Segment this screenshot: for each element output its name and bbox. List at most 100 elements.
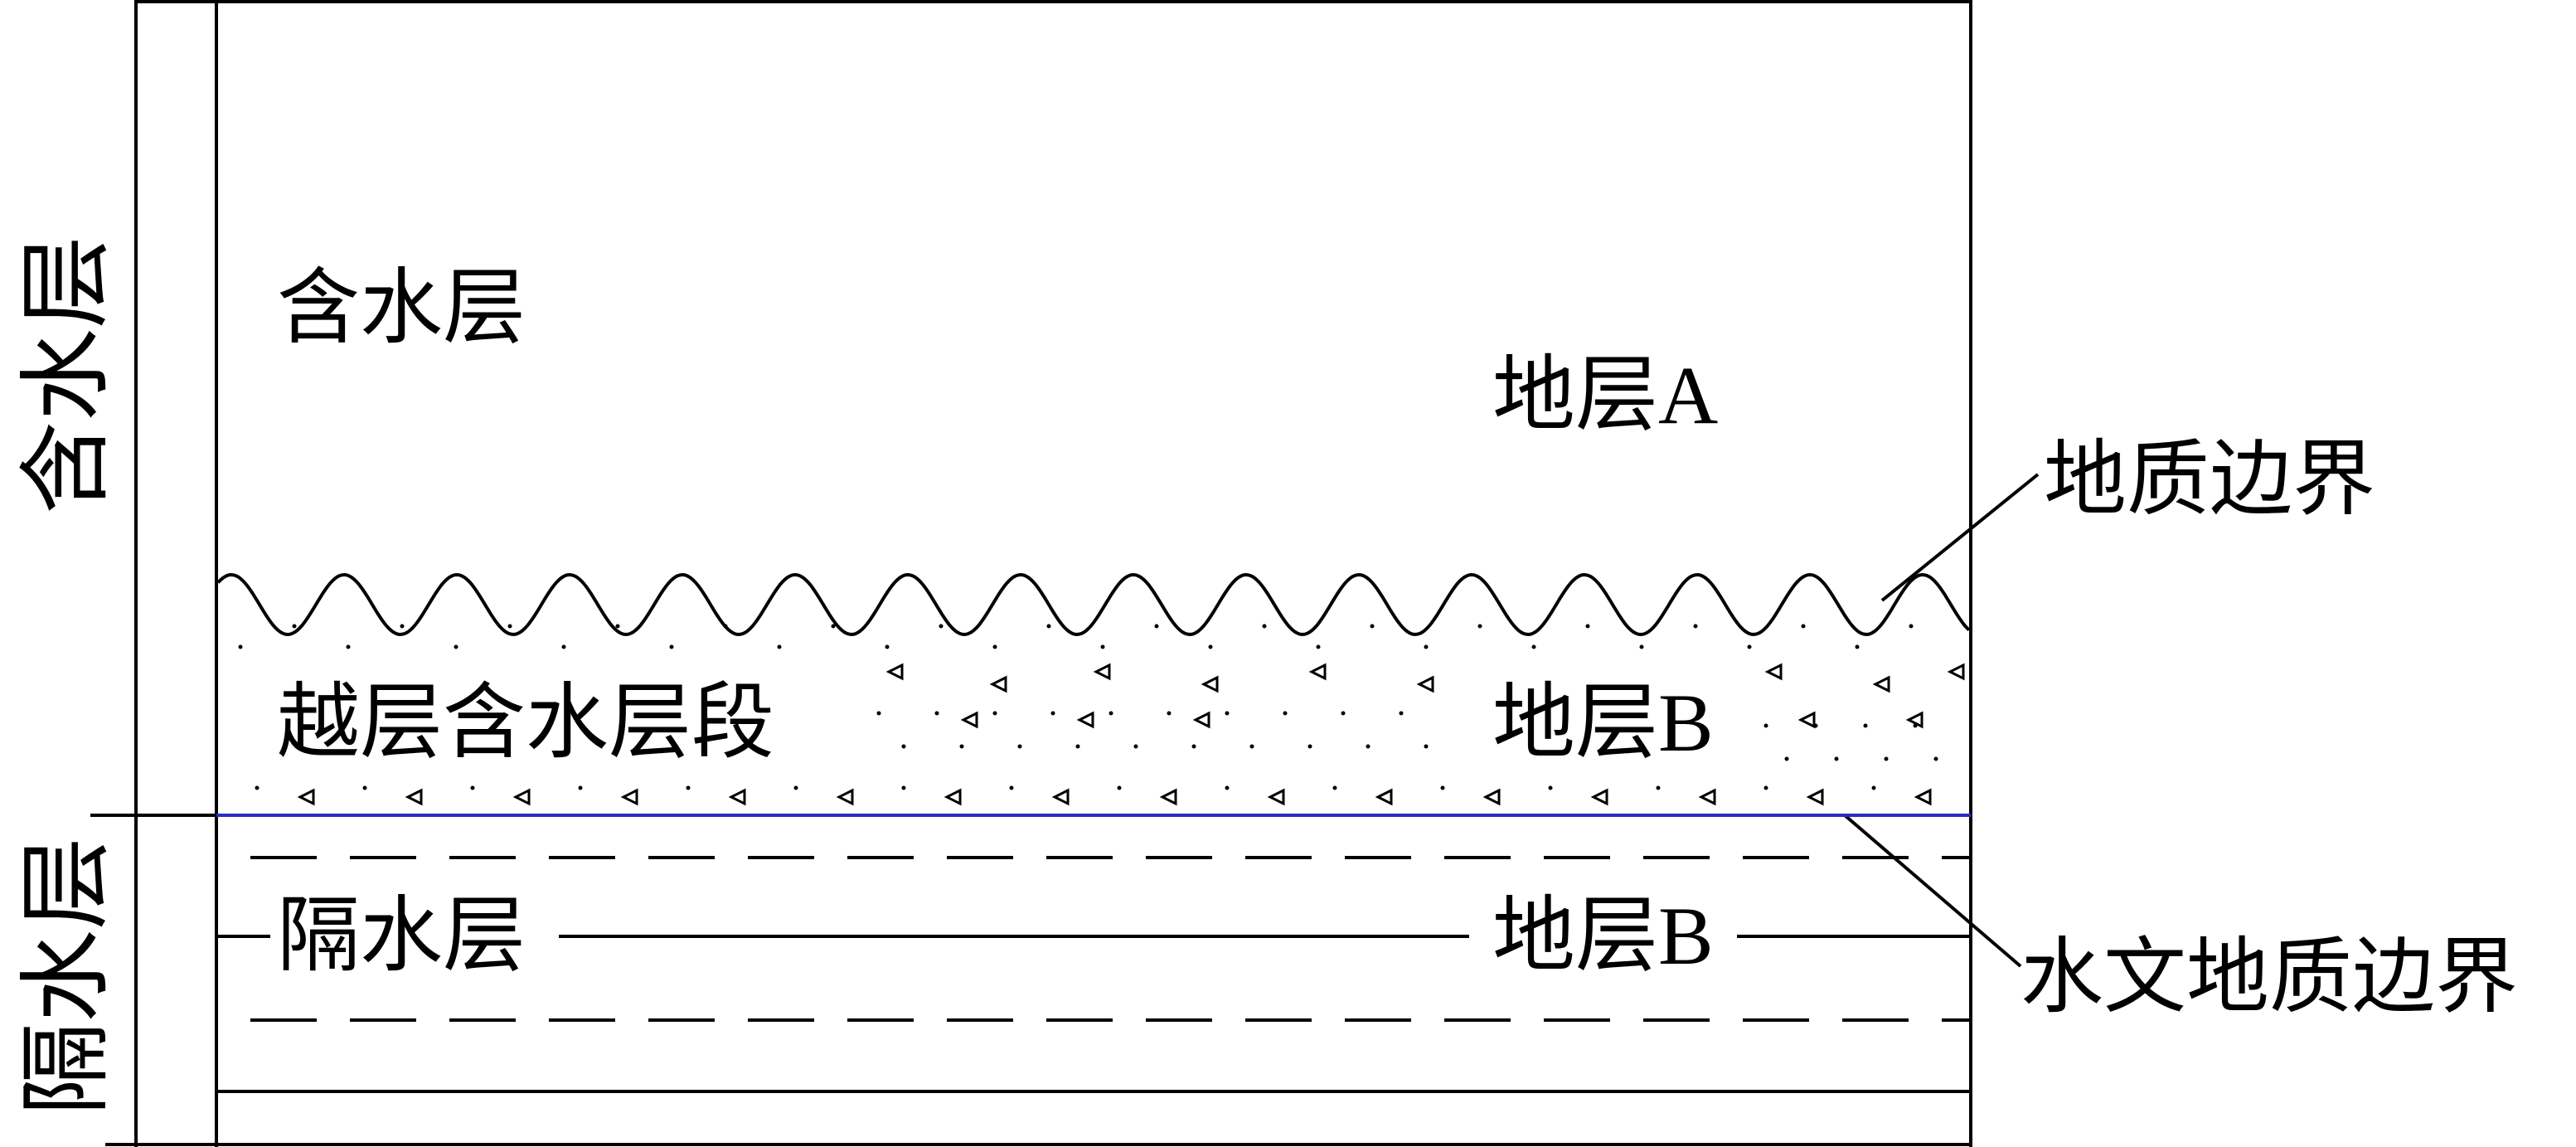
texture-dot — [1307, 744, 1312, 749]
texture-dot — [1109, 711, 1113, 716]
texture-triangle — [1797, 711, 1816, 729]
aquifer-label: 含水层 — [277, 262, 526, 354]
texture-dot — [992, 644, 997, 649]
texture-triangle — [989, 675, 1007, 693]
texture-dot — [255, 785, 260, 790]
texture-dot — [1834, 756, 1839, 761]
texture-dot — [1909, 624, 1914, 629]
texture-dot — [934, 711, 939, 716]
texture-dot — [1884, 756, 1889, 761]
texture-triangle — [1806, 788, 1824, 806]
texture-dot — [561, 644, 566, 649]
texture-dot — [238, 644, 243, 649]
hydrogeologic-boundary-callout: 水文地质边界 — [2021, 931, 2518, 1023]
texture-dot — [876, 711, 881, 716]
texture-dot — [1784, 756, 1789, 761]
texture-dot — [1763, 785, 1768, 790]
texture-dot — [1332, 785, 1337, 790]
texture-dot — [1133, 744, 1138, 749]
texture-triangle — [1093, 663, 1111, 681]
aquitard-label: 隔水层 — [277, 890, 526, 982]
texture-triangle — [1267, 788, 1285, 806]
texture-dot — [1424, 644, 1429, 649]
texture-dot — [1283, 711, 1288, 716]
texture-dot — [578, 785, 583, 790]
geologic-boundary-leader — [1880, 473, 2040, 602]
texture-triangle — [512, 788, 531, 806]
texture-triangle — [1590, 788, 1608, 806]
texture-triangle — [297, 788, 315, 806]
texture-dot — [1863, 723, 1868, 728]
texture-dot — [959, 744, 964, 749]
texture-triangle — [1192, 711, 1210, 729]
texture-dot — [362, 785, 367, 790]
texture-dot — [723, 624, 728, 629]
texture-triangle — [944, 788, 962, 806]
sand-gravel-texture — [238, 624, 1965, 806]
texture-triangle — [1375, 788, 1393, 806]
texture-dot — [777, 644, 782, 649]
texture-triangle — [1872, 675, 1890, 693]
texture-dot — [1249, 744, 1254, 749]
texture-triangle — [1482, 788, 1501, 806]
texture-dot — [1656, 785, 1661, 790]
texture-dot — [1585, 624, 1590, 629]
cross-aquifer-label: 越层含水层段 — [277, 677, 774, 769]
side-label-aquifer: 含水层 — [16, 236, 119, 514]
texture-dot — [1167, 711, 1172, 716]
texture-triangle — [1076, 711, 1094, 729]
texture-dot — [1693, 624, 1698, 629]
texture-dot — [1009, 785, 1014, 790]
texture-dot — [1046, 624, 1051, 629]
texture-dot — [615, 624, 620, 629]
texture-dot — [1440, 785, 1445, 790]
texture-triangle — [960, 711, 978, 729]
texture-dot — [686, 785, 691, 790]
texture-triangle — [1914, 788, 1932, 806]
texture-dot — [793, 785, 798, 790]
texture-dot — [1341, 711, 1346, 716]
texture-dot — [1075, 744, 1080, 749]
texture-dot — [507, 624, 512, 629]
texture-dot — [346, 644, 351, 649]
geologic-boundary-callout: 地质边界 — [2044, 434, 2375, 526]
texture-dot — [1801, 624, 1806, 629]
texture-dot — [1855, 644, 1860, 649]
texture-dot — [1225, 785, 1230, 790]
texture-dot — [901, 744, 906, 749]
texture-dot — [1933, 756, 1938, 761]
texture-dot — [1548, 785, 1553, 790]
texture-dot — [1154, 624, 1159, 629]
texture-triangle — [405, 788, 423, 806]
texture-dot — [1370, 624, 1375, 629]
texture-triangle — [1159, 788, 1177, 806]
texture-dot — [992, 711, 997, 716]
stratum-b-lower-label: 地层B — [1492, 890, 1714, 982]
texture-triangle — [728, 788, 746, 806]
side-label-aquitard: 隔水层 — [16, 837, 119, 1115]
texture-triangle — [620, 788, 638, 806]
texture-dot — [1399, 711, 1404, 716]
texture-dot — [939, 624, 944, 629]
texture-dot — [400, 624, 405, 629]
texture-dot — [1763, 723, 1768, 728]
texture-dot — [1639, 644, 1644, 649]
geologic-boundary-wave — [216, 572, 1971, 637]
texture-dot — [1477, 624, 1482, 629]
texture-dot — [831, 624, 836, 629]
texture-triangle — [1947, 663, 1965, 681]
texture-dot — [1225, 711, 1230, 716]
texture-triangle — [885, 663, 904, 681]
texture-dot — [1316, 644, 1321, 649]
texture-dot — [1747, 644, 1752, 649]
texture-dot — [1262, 624, 1267, 629]
stratum-a-label: 地层A — [1492, 349, 1718, 441]
texture-dot — [1117, 785, 1122, 790]
texture-dot — [1017, 744, 1022, 749]
texture-dot — [1366, 744, 1370, 749]
texture-triangle — [1201, 675, 1219, 693]
texture-dot — [470, 785, 475, 790]
texture-dot — [1531, 644, 1536, 649]
texture-triangle — [1308, 663, 1327, 681]
